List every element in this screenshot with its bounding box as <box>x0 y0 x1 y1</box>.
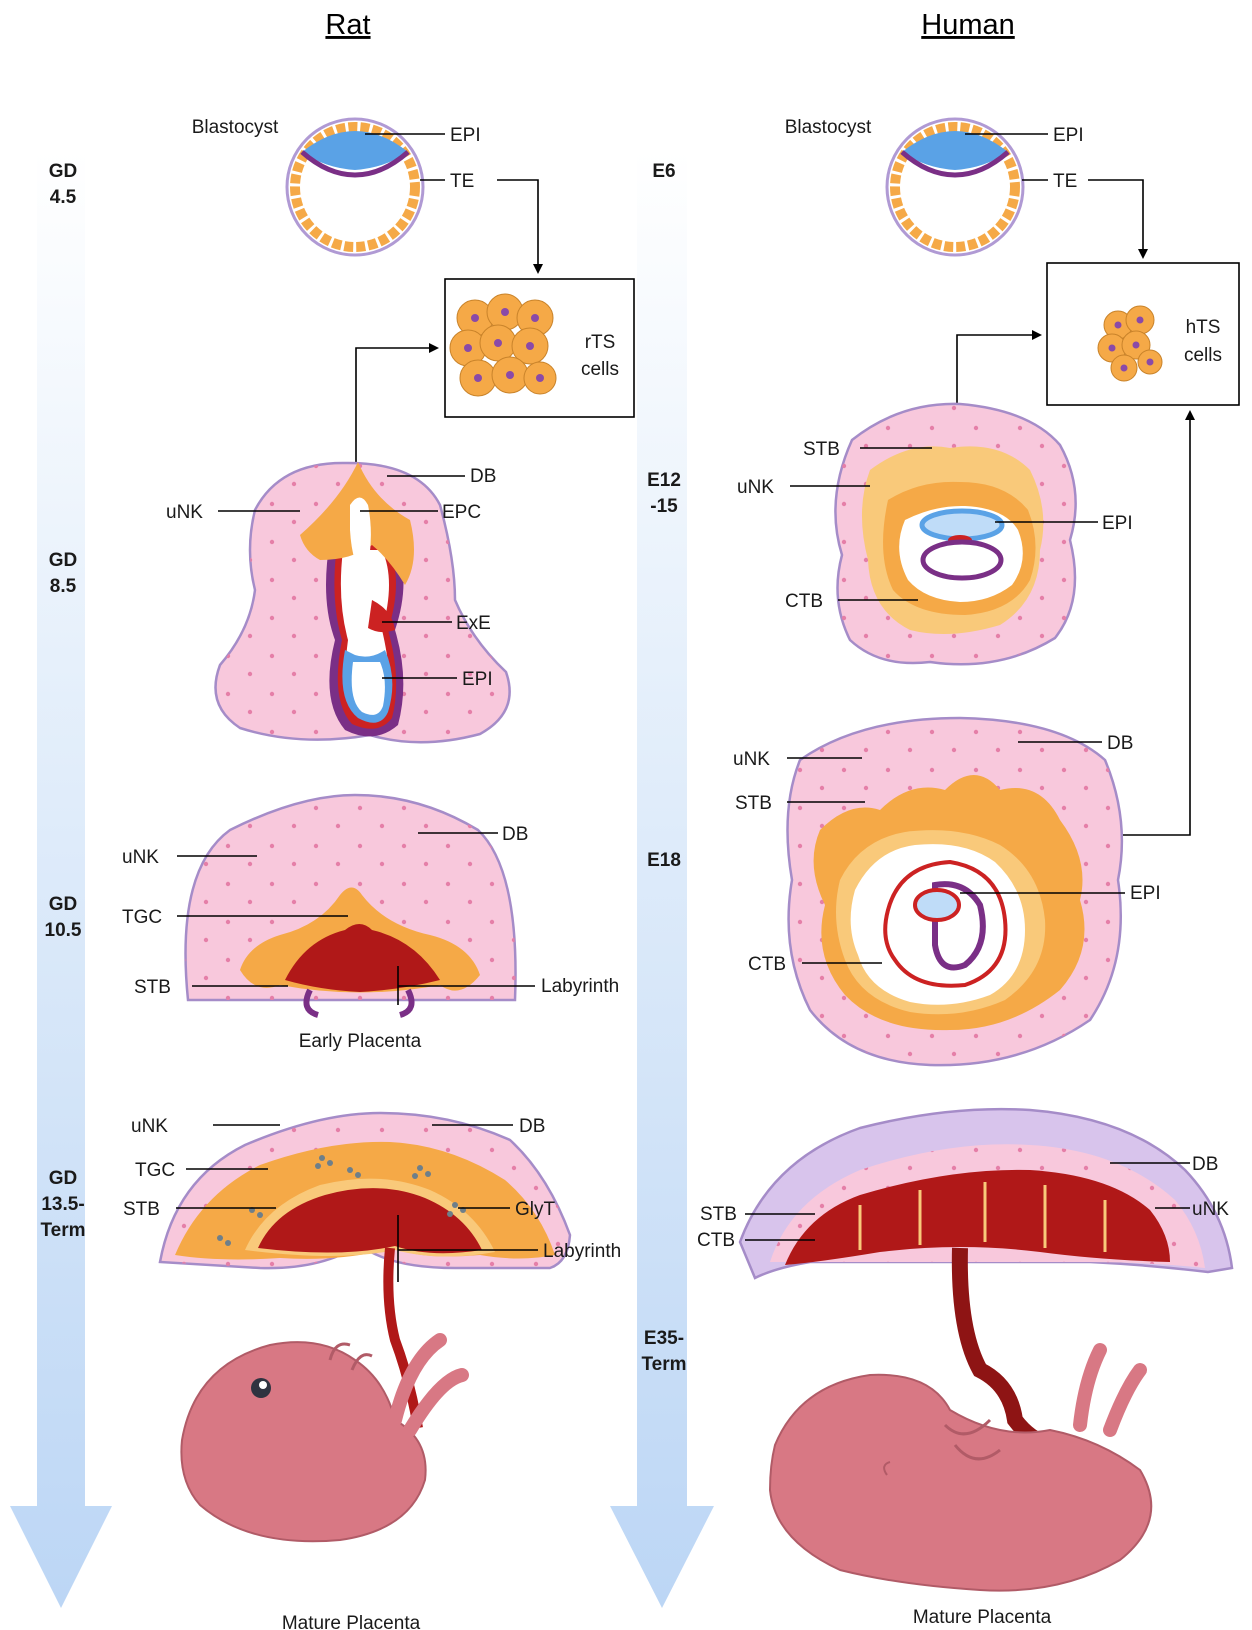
human-e18-ctb-label: CTB <box>748 954 786 975</box>
rat-gd85-epi-label: EPI <box>462 669 493 690</box>
human-e35-db-label: DB <box>1192 1154 1218 1175</box>
human-e18-epi-label: EPI <box>1130 883 1161 904</box>
human-e12-stb-label: STB <box>803 439 840 460</box>
rat-gd105-stb-label: STB <box>134 977 171 998</box>
human-blastocyst <box>887 119 1023 255</box>
human-e12-epi-label: EPI <box>1102 513 1133 534</box>
rat-gd105-unk-label: uNK <box>122 847 159 868</box>
rat-gd10-5-early-placenta <box>186 795 516 1015</box>
human-fetus <box>770 1350 1151 1591</box>
rat-gd135-tgc-label: TGC <box>135 1160 175 1181</box>
human-e35-stb-label: STB <box>700 1204 737 1225</box>
human-e12-unk-label: uNK <box>737 477 774 498</box>
rat-gd135-labyrinth-label: Labyrinth <box>543 1241 621 1262</box>
human-blastocyst-title: Blastocyst <box>785 117 872 138</box>
rat-mature-placenta-caption: Mature Placenta <box>282 1613 421 1630</box>
human-mature-placenta-caption: Mature Placenta <box>913 1607 1052 1628</box>
rat-gd135-stb-label: STB <box>123 1199 160 1220</box>
rat-gd105-tgc-label: TGC <box>122 907 162 928</box>
rat-gd135-unk-label: uNK <box>131 1116 168 1137</box>
human-ts-label-1: hTS <box>1186 317 1221 338</box>
human-e18-db-label: DB <box>1107 733 1133 754</box>
rat-ts-label-1: rTS <box>585 332 616 353</box>
human-e35-ctb-label: CTB <box>697 1230 735 1251</box>
human-ts-label-2: cells <box>1184 345 1222 366</box>
rat-gd105-labyrinth-label: Labyrinth <box>541 976 619 997</box>
rat-early-placenta-caption: Early Placenta <box>299 1031 422 1052</box>
human-e18-implantation <box>788 718 1122 1065</box>
rat-ts-label-2: cells <box>581 359 619 380</box>
rat-gd85-unk-label: uNK <box>166 502 203 523</box>
rat-blastocyst <box>287 119 423 255</box>
human-epi-label: EPI <box>1053 125 1084 146</box>
rat-gd85-exe-label: ExE <box>456 613 491 634</box>
human-te-label: TE <box>1053 171 1077 192</box>
rat-gd85-db-label: DB <box>470 466 496 487</box>
rat-gd135-glyt-label: GlyT <box>515 1199 556 1220</box>
rat-ts-cell-cluster <box>450 294 556 396</box>
human-e12-15-implantation <box>835 404 1075 664</box>
human-e12-ctb-label: CTB <box>785 591 823 612</box>
human-e18-unk-label: uNK <box>733 749 770 770</box>
rat-te-label: TE <box>450 171 474 192</box>
rat-gd105-db-label: DB <box>502 824 528 845</box>
human-stage-e6: E6 <box>652 161 675 182</box>
rat-gd85-epc-label: EPC <box>442 502 481 523</box>
human-e18-stb-label: STB <box>735 793 772 814</box>
rat-blastocyst-title: Blastocyst <box>192 117 279 138</box>
human-header: Human <box>921 9 1015 41</box>
rat-header: Rat <box>325 9 370 41</box>
human-stage-e18: E18 <box>647 850 681 871</box>
rat-gd135-db-label: DB <box>519 1116 545 1137</box>
rat-epi-label: EPI <box>450 125 481 146</box>
rat-fetus <box>181 1340 462 1541</box>
rat-timeline-arrow <box>10 150 112 1608</box>
human-e35-unk-label: uNK <box>1192 1199 1229 1220</box>
